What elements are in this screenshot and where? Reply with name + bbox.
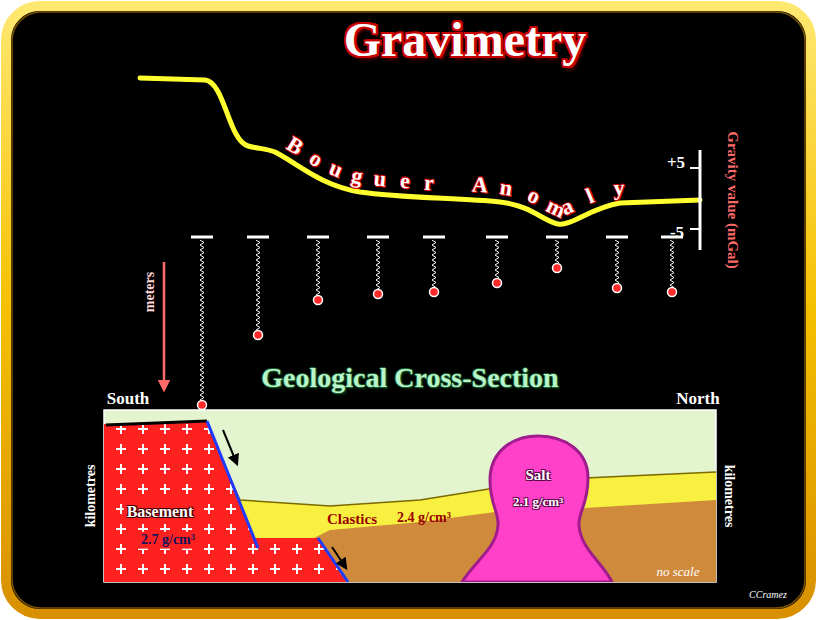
fault-arrow: [223, 430, 237, 464]
anomaly-letter: A: [471, 174, 488, 197]
gravimeter-station: [661, 237, 683, 297]
direction-label: North: [676, 390, 719, 408]
anomaly-letter: B: [283, 133, 307, 159]
scale-bar: [699, 150, 702, 250]
depth-label: meters: [143, 272, 158, 312]
slide-title: Gravimetry: [344, 15, 587, 65]
clastics-layer: [205, 432, 716, 545]
salt-dome: Salt 2.1 g/cm³: [456, 432, 616, 582]
section-heading: Geological Cross-Section: [261, 363, 558, 392]
anomaly-curve: [140, 78, 700, 224]
anomaly-letter: o: [305, 147, 326, 172]
density-value: 2.1 g/cm³: [513, 495, 563, 509]
depth-arrow: [163, 262, 166, 390]
fault-arrow: [332, 547, 346, 568]
fault-line: [318, 538, 348, 582]
scale-tick: [690, 228, 700, 230]
anomaly-letter: y: [614, 177, 626, 199]
gravimeter-station: [367, 237, 389, 299]
scale-tick: [690, 167, 700, 169]
anomaly-letter: u: [373, 168, 387, 191]
anomaly-letter: e: [399, 170, 410, 193]
anomaly-letter: r: [424, 171, 435, 193]
gravimeter-station: [423, 237, 445, 297]
rock-name: Salt: [525, 468, 550, 484]
gravimeter-station: [486, 237, 508, 288]
scale-value: -5: [670, 224, 684, 242]
basement-pattern: [104, 421, 346, 582]
axis-title: Gravity value (mGal): [724, 131, 740, 268]
density-value: 2.4 g/cm³: [397, 511, 451, 526]
gravimeter-station: [546, 237, 568, 273]
section-panel: [104, 410, 716, 582]
layer-name: Clastics: [327, 512, 377, 528]
gravimeter-station: [606, 237, 628, 293]
scale-value: +5: [667, 154, 685, 172]
anomaly-letter: [451, 173, 458, 195]
density-value: 2.7 g/cm³: [138, 532, 198, 549]
rock-name: Basement: [124, 503, 197, 522]
basement-rock: [104, 421, 346, 582]
axis-label: kilometres: [84, 465, 99, 528]
gravimeter-station: [191, 237, 213, 410]
frame-inner-line: [12, 12, 805, 608]
salt-body: [462, 436, 612, 582]
direction-label: South: [107, 390, 150, 408]
anomaly-letter: n: [498, 176, 513, 200]
axis-label: kilometres: [722, 465, 737, 528]
watermark: CCramez: [749, 590, 787, 601]
anomaly-letter: l: [583, 185, 597, 208]
fault-line: [207, 421, 258, 548]
clastics-top-line: [212, 437, 716, 506]
basement-top: [106, 421, 207, 425]
gravimeter-station: [307, 237, 329, 305]
anomaly-letter: u: [326, 157, 346, 182]
anomaly-name: Bouguer Anomaly: [260, 95, 660, 230]
basement-block: Basement 2.7 g/cm³: [104, 410, 356, 582]
anomaly-letter: g: [350, 164, 365, 188]
slide-frame: [6, 6, 811, 614]
gravity-scale: [690, 150, 700, 250]
scale-note: no scale: [657, 565, 700, 579]
anomaly-letter: o: [524, 183, 543, 208]
gravimeter-station: [247, 237, 269, 340]
basement-block-shape: [104, 410, 356, 582]
